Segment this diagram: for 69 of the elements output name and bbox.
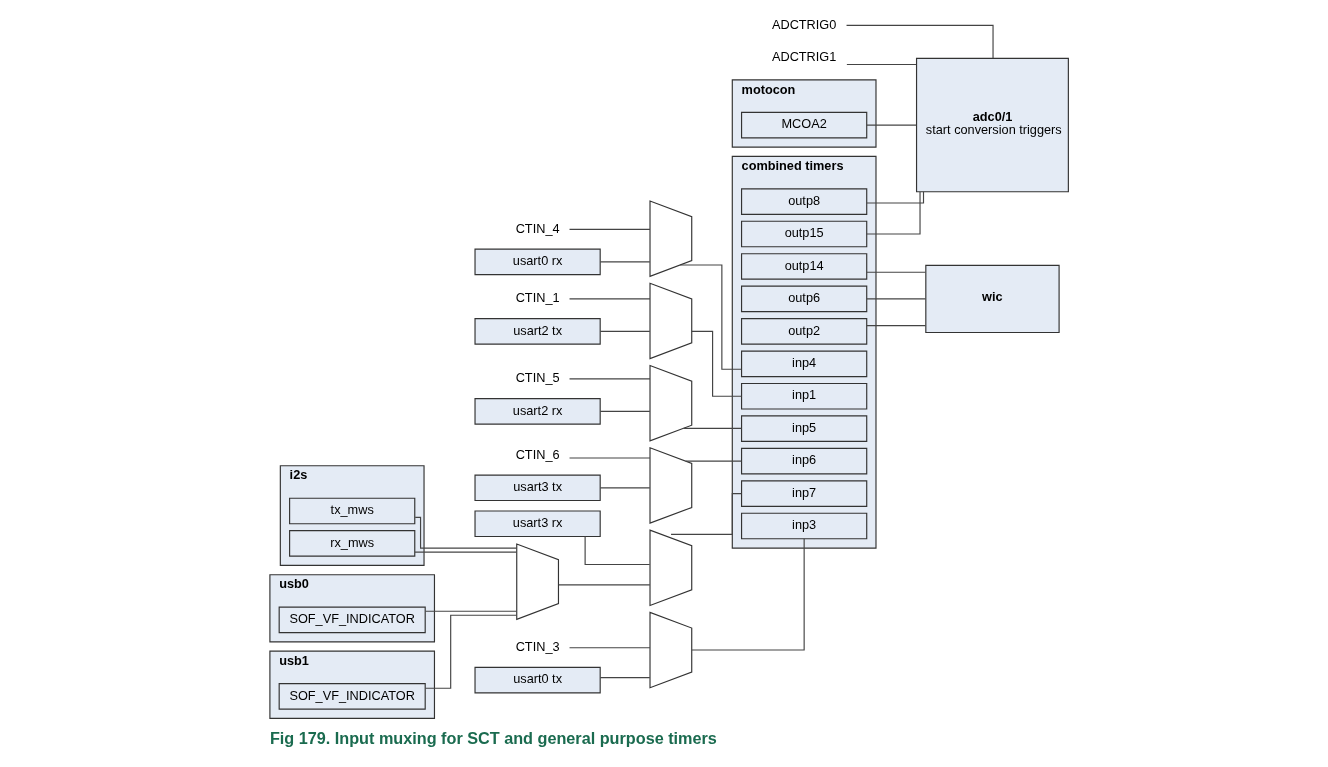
connector xyxy=(424,614,517,689)
node-text: ADCTRIG1 xyxy=(771,49,836,65)
node-box: inp5 xyxy=(740,415,867,442)
node-box: usart2 tx xyxy=(473,318,601,345)
node-box: outp6 xyxy=(740,285,867,313)
node-box: adc0/1 start conversion triggers xyxy=(915,57,1069,193)
connector xyxy=(584,536,650,566)
node-text: CTIN_6 xyxy=(515,446,560,462)
node-box: SOF_VF_INDICATOR xyxy=(278,683,426,710)
node-box: inp7 xyxy=(740,480,867,507)
connector xyxy=(865,191,924,204)
connector xyxy=(865,271,926,273)
node-trapezoid xyxy=(648,364,692,442)
node-box: MCOA2 xyxy=(740,111,867,139)
connector xyxy=(599,261,650,263)
node-text: CTIN_1 xyxy=(515,290,560,306)
node-box: usart0 tx xyxy=(473,666,601,694)
node-text: ADCTRIG0 xyxy=(771,16,836,32)
connector xyxy=(568,457,651,459)
node-text: CTIN_4 xyxy=(515,220,560,236)
node-box: inp1 xyxy=(740,382,867,410)
node-box: usart2 rx xyxy=(473,398,601,425)
connector xyxy=(679,264,742,370)
node-trapezoid xyxy=(648,447,692,524)
connector xyxy=(413,551,517,553)
caption: Fig 179. Input muxing for SCT and general purpose timers xyxy=(269,729,717,748)
connector xyxy=(414,516,517,549)
node-box: outp15 xyxy=(740,220,867,248)
node-box: outp8 xyxy=(740,188,867,215)
connector xyxy=(845,24,994,59)
node-box: wic xyxy=(924,264,1060,334)
node-box: rx_mws xyxy=(288,530,415,557)
connector xyxy=(669,493,742,536)
node-box: inp4 xyxy=(740,350,867,378)
node-trapezoid xyxy=(648,200,692,278)
connector xyxy=(599,487,650,489)
node-box: tx_mws xyxy=(288,497,415,525)
connector xyxy=(865,325,926,327)
connector xyxy=(568,228,651,230)
node-box: outp14 xyxy=(740,253,867,280)
connector xyxy=(845,63,917,66)
connector xyxy=(557,584,650,586)
node-trapezoid xyxy=(515,543,559,621)
node-trapezoid xyxy=(648,611,692,689)
node-box: usart0 rx xyxy=(473,248,601,276)
connector xyxy=(599,410,650,412)
connector xyxy=(568,378,651,380)
connector xyxy=(690,330,742,397)
connector xyxy=(568,647,651,649)
node-text: CTIN_3 xyxy=(515,638,560,654)
node-box: inp3 xyxy=(740,512,867,540)
connector xyxy=(865,191,921,235)
connector xyxy=(599,330,650,332)
node-box: SOF_VF_INDICATOR xyxy=(278,606,426,634)
node-box: outp2 xyxy=(740,318,867,345)
node-trapezoid xyxy=(648,282,692,360)
node-trapezoid xyxy=(648,529,692,607)
connector xyxy=(865,124,917,126)
node-text: CTIN_5 xyxy=(515,370,560,386)
node-box: inp6 xyxy=(740,447,867,475)
node-box: usart3 tx xyxy=(473,474,601,502)
node-box: usart3 rx xyxy=(473,510,601,538)
connector xyxy=(599,676,650,679)
connector xyxy=(684,460,742,462)
connector xyxy=(682,427,742,429)
connector xyxy=(568,298,651,300)
connector xyxy=(424,610,517,612)
connector xyxy=(865,298,926,300)
connector xyxy=(690,538,805,651)
